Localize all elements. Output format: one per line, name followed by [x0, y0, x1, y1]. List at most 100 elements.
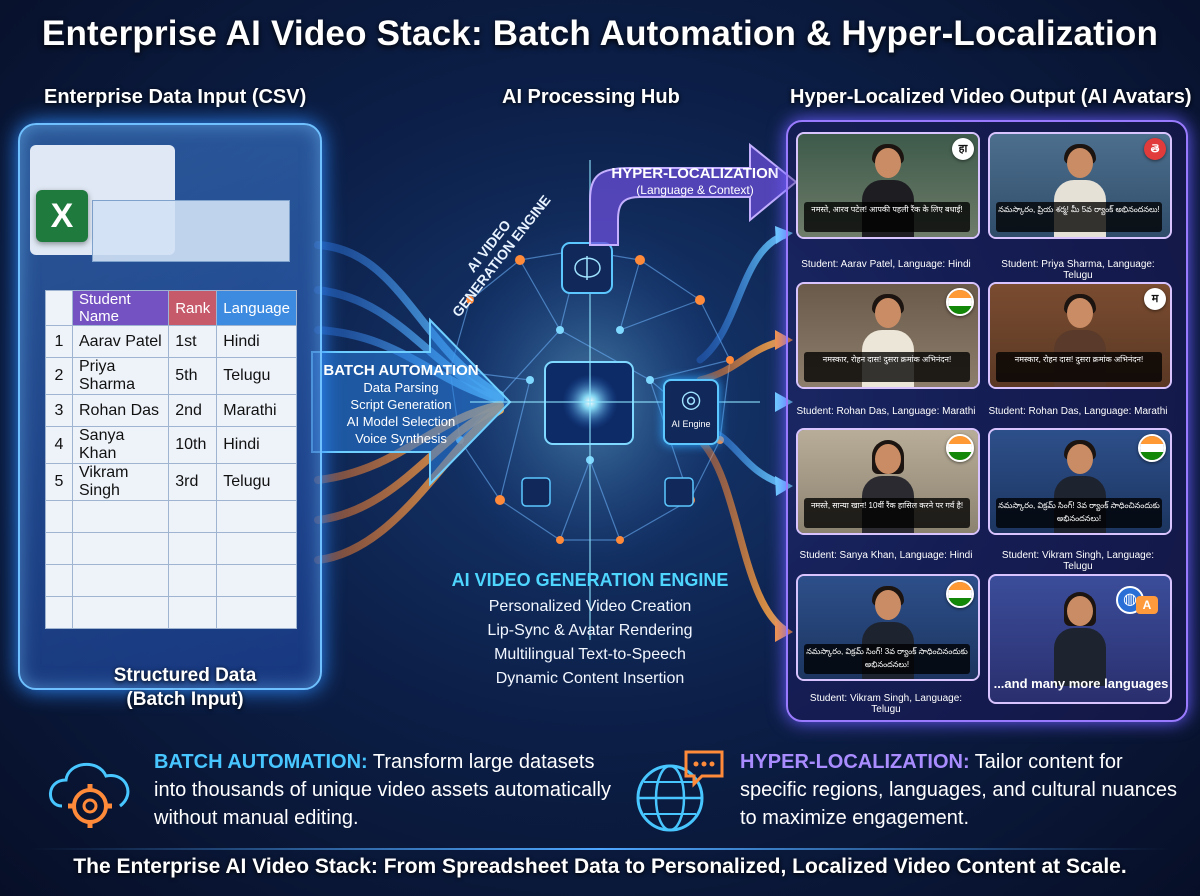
video-tile[interactable]: నమస్కారం, విక్రమ్ సింగ్! 3వ ర్యాంక్ సాధి…	[796, 574, 980, 681]
batch-step: Script Generation	[350, 397, 452, 412]
translate-icon: A	[1136, 596, 1158, 614]
hub-column-heading: AI Processing Hub	[502, 86, 680, 108]
language-cell: Telugu	[216, 463, 297, 501]
student-name-cell: Rohan Das	[71, 394, 170, 427]
language-cell: Marathi	[216, 394, 297, 427]
video-tile[interactable]: నమస్కారం, విక్రమ్ సింగ్! 3వ ర్యాంక్ సాధి…	[988, 428, 1172, 535]
row-index: 2	[45, 357, 73, 395]
batch-automation-title: BATCH AUTOMATION	[323, 362, 479, 379]
excel-icon: X	[36, 190, 88, 242]
rank-cell: 3rd	[168, 463, 218, 501]
language-cell: Hindi	[216, 426, 297, 464]
engine-title: AI VIDEO GENERATION ENGINE	[451, 570, 729, 590]
csv-caption-line1: Structured Data	[113, 665, 257, 686]
batch-bullet-key: BATCH AUTOMATION:	[154, 751, 368, 773]
video-tile[interactable]: म नमस्कार, रोहन दास! दुसरा क्रमांक अभिनं…	[988, 282, 1172, 389]
hyper-bullet-key: HYPER-LOCALIZATION:	[740, 751, 970, 773]
rank-cell: 2nd	[168, 394, 218, 427]
video-tile[interactable]: తె నమస్కారం, ప్రియ శర్మ! మీ 5వ ర్యాంక్ అ…	[988, 132, 1172, 239]
language-cell: Telugu	[216, 357, 297, 395]
video-subtitle: नमस्कार, रोहन दास! दुसरा क्रमांक अभिनंदन…	[804, 352, 970, 382]
hyper-bullet-text: Tailor content for specific regions, lan…	[740, 751, 1177, 829]
hyper-localization-arrow-title: HYPER-LOCALIZATION	[611, 165, 779, 182]
more-languages-text: ...and many more languages	[993, 676, 1169, 691]
rank-cell: 10th	[168, 426, 218, 464]
student-name-cell: Aarav Patel	[71, 325, 170, 358]
row-index: 4	[45, 426, 73, 464]
ai-engine-chip-label: AI Engine	[671, 419, 711, 429]
empty-row	[45, 564, 297, 597]
empty-row	[45, 500, 297, 533]
video-subtitle: नमस्ते, आरव पटेल! आपकी पहली रैंक के लिए …	[804, 202, 970, 232]
empty-row	[45, 532, 297, 565]
engine-feature: Personalized Video Creation	[488, 598, 692, 615]
spreadsheet-preview-grid	[92, 200, 290, 262]
row-index-header	[45, 290, 73, 326]
language-badge: తె	[1144, 138, 1166, 160]
batch-bullet-text: Transform large datasets into thousands …	[154, 751, 611, 829]
hyper-localization-bullet: HYPER-LOCALIZATION: Tailor content for s…	[740, 748, 1180, 832]
tile-caption: Student: Sanya Khan, Language: Hindi	[799, 550, 973, 561]
india-flag-icon	[946, 288, 974, 316]
engine-feature-list: AI VIDEO GENERATION ENGINE Personalized …	[440, 570, 740, 691]
batch-automation-arrow: BATCH AUTOMATION Data Parsing Script Gen…	[316, 362, 486, 447]
india-flag-icon	[1138, 434, 1166, 462]
student-name-cell: Vikram Singh	[71, 463, 170, 501]
hyper-localization-arrow-sub: (Language & Context)	[636, 183, 754, 197]
ai-engine-chip: ◎ AI Engine	[663, 379, 719, 445]
engine-feature: Multilingual Text-to-Speech	[494, 646, 686, 663]
batch-step: Voice Synthesis	[355, 431, 447, 446]
rank-cell: 1st	[168, 325, 218, 358]
tagline: The Enterprise AI Video Stack: From Spre…	[73, 855, 1127, 878]
bottom-divider	[30, 848, 1170, 850]
video-subtitle: नमस्ते, सान्या खान! 10वीं रैंक हासिल करन…	[804, 498, 970, 528]
table-header-row: Student Name Rank Language	[45, 290, 297, 326]
video-subtitle: నమస్కారం, విక్రమ్ సింగ్! 3వ ర్యాంక్ సాధి…	[996, 498, 1162, 528]
video-tile[interactable]: हा नमस्ते, आरव पटेल! आपकी पहली रैंक के ल…	[796, 132, 980, 239]
video-tile[interactable]: नमस्कार, रोहन दास! दुसरा क्रमांक अभिनंदन…	[796, 282, 980, 389]
video-subtitle: నమస్కారం, ప్రియ శర్మ! మీ 5వ ర్యాంక్ అభిన…	[996, 202, 1162, 232]
column-header-rank: Rank	[168, 290, 218, 326]
language-badge: हा	[952, 138, 974, 160]
tile-caption: Student: Vikram Singh, Language: Telugu	[809, 693, 963, 715]
engine-feature: Dynamic Content Insertion	[495, 670, 685, 687]
video-tile[interactable]: नमस्ते, सान्या खान! 10वीं रैंक हासिल करन…	[796, 428, 980, 535]
column-header-language: Language	[216, 290, 297, 326]
output-column-heading: Hyper-Localized Video Output (AI Avatars…	[790, 86, 1192, 108]
tile-caption: Student: Aarav Patel, Language: Hindi	[801, 259, 971, 270]
video-subtitle: నమస్కారం, విక్రమ్ సింగ్! 3వ ర్యాంక్ సాధి…	[804, 644, 970, 674]
csv-caption: Structured Data (Batch Input)	[70, 664, 300, 712]
globe-chat-icon	[636, 750, 724, 832]
more-languages-tile[interactable]: ◍ A ...and many more languages	[988, 574, 1172, 704]
input-column-heading: Enterprise Data Input (CSV)	[44, 86, 307, 108]
cloud-gear-icon	[49, 762, 130, 828]
csv-caption-line2: (Batch Input)	[126, 689, 244, 710]
batch-automation-bullet: BATCH AUTOMATION: Transform large datase…	[154, 748, 614, 832]
india-flag-icon	[946, 434, 974, 462]
brain-icon: ◎	[680, 386, 702, 413]
batch-step: Data Parsing	[363, 380, 439, 395]
tile-caption: Student: Rohan Das, Language: Marathi	[796, 406, 976, 417]
student-name-cell: Priya Sharma	[71, 357, 170, 395]
language-badge: म	[1144, 288, 1166, 310]
batch-step: AI Model Selection	[346, 414, 456, 429]
india-flag-icon	[946, 580, 974, 608]
tile-caption: Student: Priya Sharma, Language: Telugu	[1001, 259, 1155, 281]
tile-caption: Student: Vikram Singh, Language: Telugu	[1001, 550, 1155, 572]
tile-caption: Student: Rohan Das, Language: Marathi	[988, 406, 1168, 417]
video-subtitle: नमस्कार, रोहन दास! दुसरा क्रमांक अभिनंदन…	[996, 352, 1162, 382]
row-index: 1	[45, 325, 73, 358]
column-header-student-name: Student Name	[71, 290, 170, 326]
student-name-cell: Sanya Khan	[71, 426, 170, 464]
language-cell: Hindi	[216, 325, 297, 358]
hyper-localization-arrow-label: HYPER-LOCALIZATION (Language & Context)	[600, 165, 790, 199]
rank-cell: 5th	[168, 357, 218, 395]
avatar	[1054, 592, 1106, 686]
